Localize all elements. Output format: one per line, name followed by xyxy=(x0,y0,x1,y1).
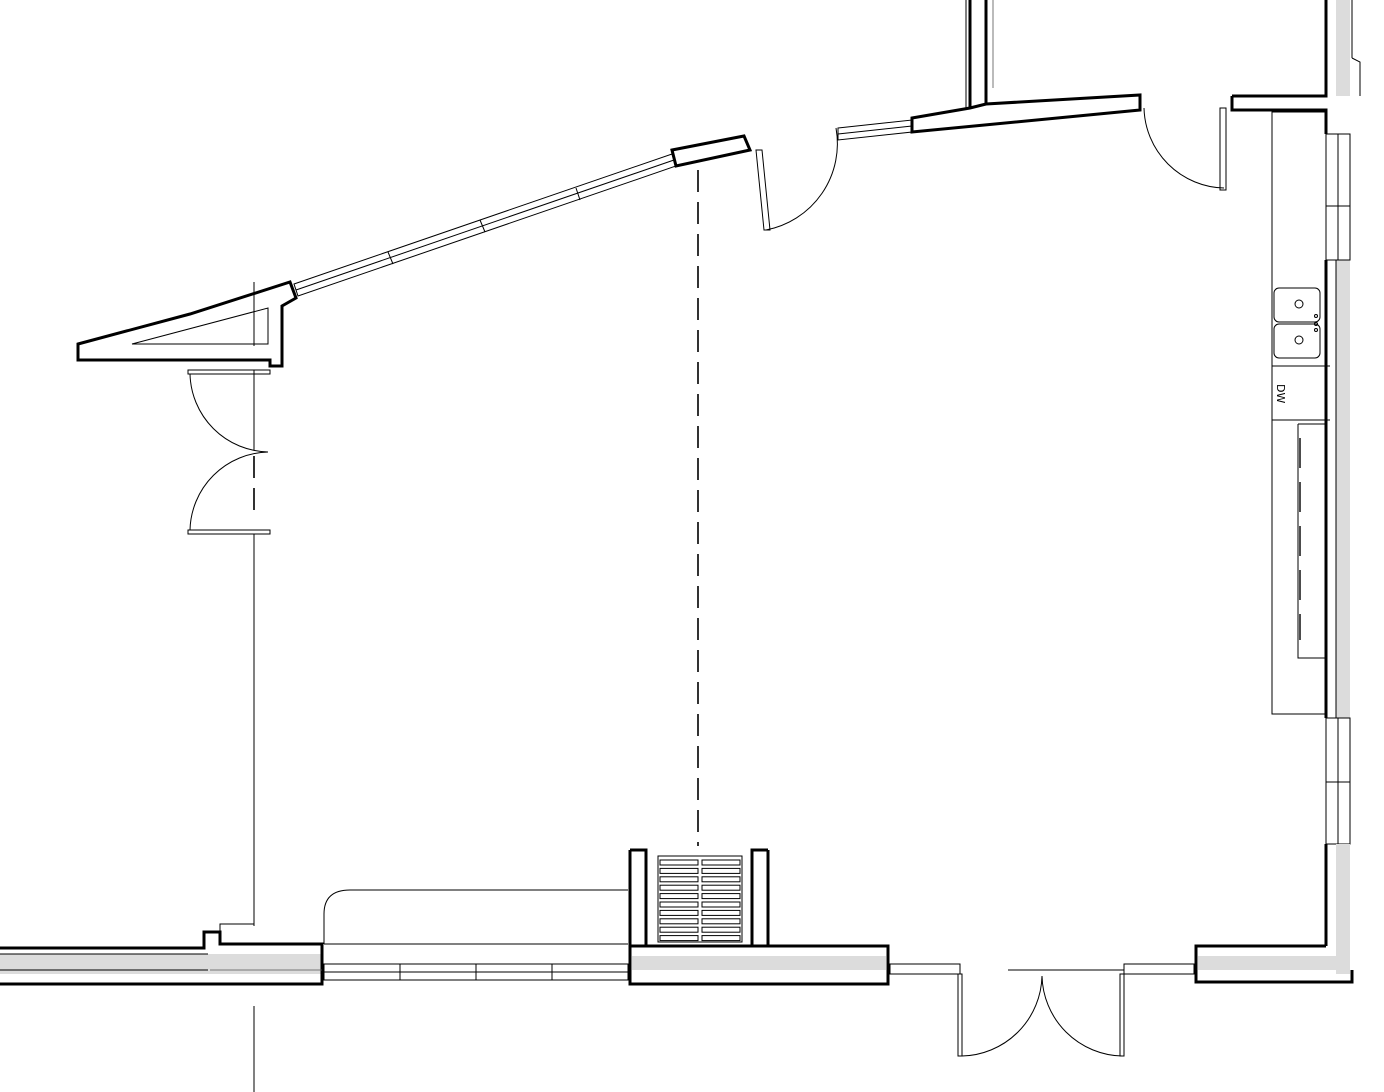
double-door-south xyxy=(957,969,1125,1057)
built-in-bench xyxy=(323,889,628,945)
hearth-bar-left xyxy=(659,935,699,942)
sink xyxy=(1273,287,1321,359)
fireplace xyxy=(628,848,890,986)
hearth-bar-left xyxy=(659,893,699,900)
hearth-bar-right xyxy=(701,901,741,908)
hearth-bar-right xyxy=(701,893,741,900)
hearth-bar-left xyxy=(659,859,699,866)
hearth-bar-left xyxy=(659,884,699,891)
hearth-bar-right xyxy=(701,909,741,916)
hearth-bar-left xyxy=(659,918,699,925)
south-wall-left xyxy=(0,923,324,986)
hearth-bar-right xyxy=(701,859,741,866)
south-window-right xyxy=(889,963,1195,975)
fireplace-hearth xyxy=(657,855,743,943)
dishwasher-label: DW xyxy=(1274,384,1287,403)
hearth-bar-right xyxy=(701,876,741,883)
upper-room-walls xyxy=(965,0,1361,108)
south-windows-left xyxy=(323,963,629,981)
hearth-bar-right xyxy=(701,918,741,925)
hearth-bar-right xyxy=(701,867,741,874)
kitchen-counter xyxy=(1271,111,1330,715)
hearth-bar-left xyxy=(659,867,699,874)
door-northeast xyxy=(1143,107,1227,191)
hearth-bar-left xyxy=(659,909,699,916)
east-wall xyxy=(1194,0,1354,984)
hearth-bar-right xyxy=(701,935,741,942)
hearth-bar-right xyxy=(701,884,741,891)
door-north xyxy=(755,127,838,231)
double-door-west xyxy=(187,369,271,535)
hearth-bar-left xyxy=(659,876,699,883)
hearth-bar-right xyxy=(701,926,741,933)
hearth-bar-left xyxy=(659,926,699,933)
hearth-bar-left xyxy=(659,901,699,908)
north-wall-angled xyxy=(76,134,753,368)
north-wall-right xyxy=(837,93,1142,141)
